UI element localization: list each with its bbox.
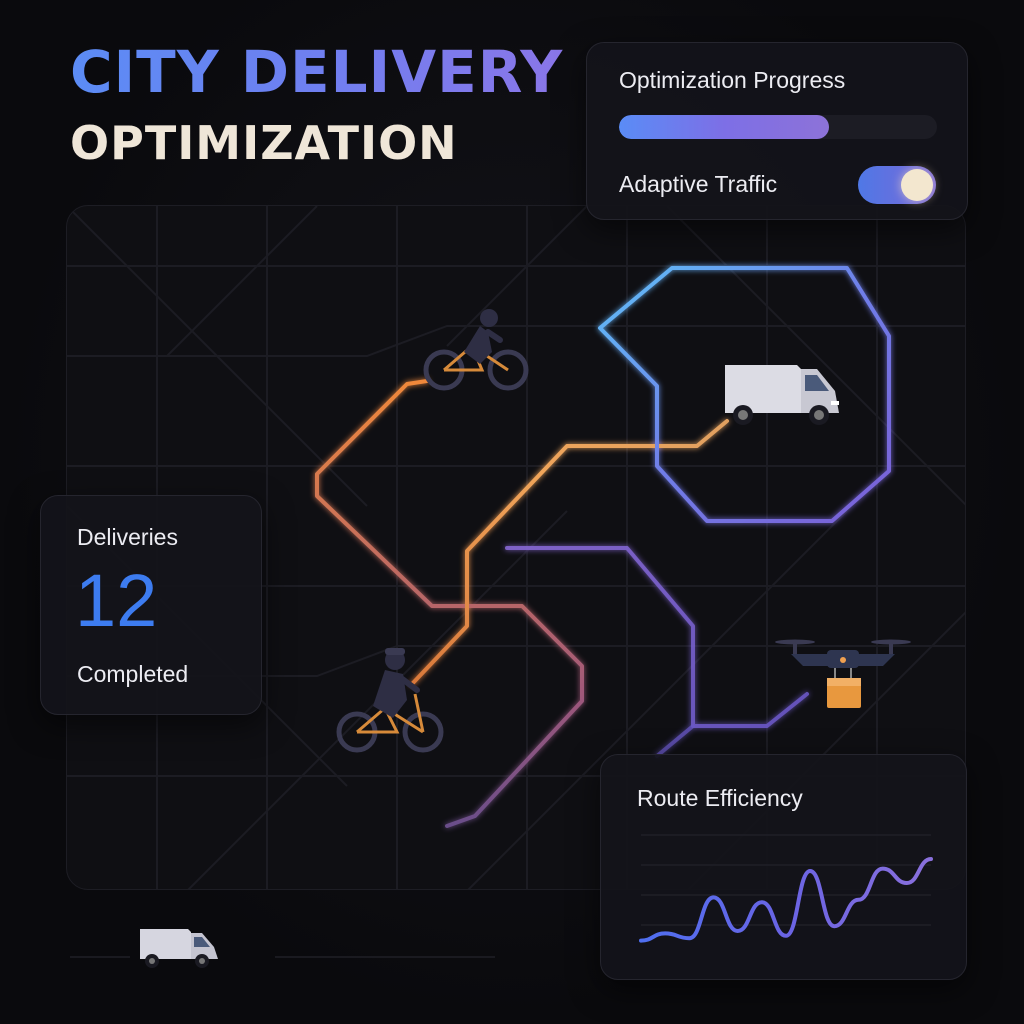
route-efficiency-chart	[639, 834, 933, 943]
route-purple-to-drone	[505, 546, 809, 728]
road-line	[275, 956, 495, 958]
adaptive-traffic-toggle[interactable]	[858, 166, 936, 204]
title-line-1: CITY DELIVERY	[70, 38, 564, 106]
bicycle-courier-icon[interactable]	[336, 648, 444, 753]
delivery-van-icon[interactable]	[725, 365, 839, 425]
deliveries-count: 12	[75, 559, 158, 642]
efficiency-line	[639, 857, 933, 943]
route-hex-zone	[598, 266, 891, 523]
routes	[315, 266, 891, 828]
title-line-2: OPTIMIZATION	[70, 116, 458, 170]
page-title: CITY DELIVERY OPTIMIZATION	[70, 40, 563, 178]
route-purple-tail	[655, 724, 695, 758]
progress-label: Optimization Progress	[619, 67, 846, 93]
route-efficiency-card: Route Efficiency	[600, 754, 967, 980]
route-orange-to-van	[410, 419, 729, 686]
chart-gridlines	[641, 834, 931, 926]
delivery-drone-icon[interactable]	[775, 639, 911, 709]
deliveries-label: Deliveries	[77, 524, 178, 550]
deliveries-sub-label: Completed	[77, 661, 189, 687]
delivery-van-icon[interactable]	[136, 925, 226, 971]
progress-bar	[619, 115, 937, 139]
deliveries-card: Deliveries 12 Completed	[40, 495, 262, 715]
road-line	[70, 956, 130, 958]
adaptive-traffic-label: Adaptive Traffic	[619, 171, 778, 197]
bicycle-courier-icon[interactable]	[423, 309, 529, 391]
progress-bar-fill	[619, 115, 829, 139]
toggle-knob	[901, 169, 933, 201]
route-efficiency-label: Route Efficiency	[637, 785, 803, 811]
route-orange-loop	[315, 379, 584, 828]
